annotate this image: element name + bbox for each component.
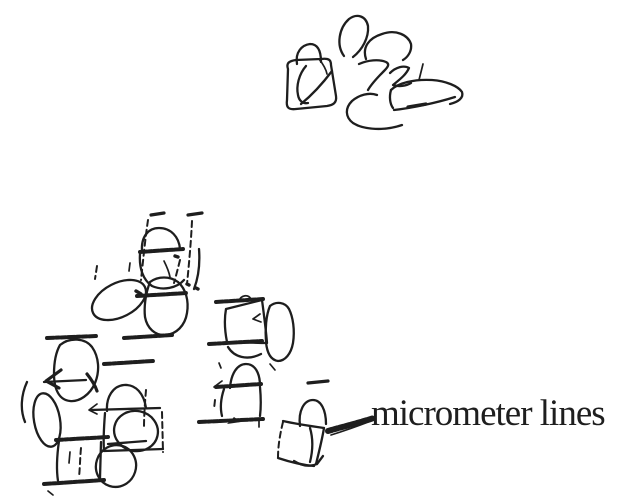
micrometer-line xyxy=(214,382,263,389)
cell-cluster-lower-left xyxy=(20,334,165,496)
cell-oval xyxy=(143,276,189,337)
micrometer-line xyxy=(135,291,189,298)
label-pointer-hatching xyxy=(330,420,372,436)
blob-1 xyxy=(338,14,370,59)
ink-dot xyxy=(173,254,180,259)
micrometer-line xyxy=(42,478,106,486)
cell-dome xyxy=(228,362,262,390)
bottom-arc xyxy=(226,345,263,359)
cell-fold xyxy=(292,454,325,467)
cell-cluster-middle xyxy=(185,282,295,428)
micrometer-line xyxy=(207,339,264,346)
cell-side-curve xyxy=(192,247,201,291)
dashed-guide-line xyxy=(186,220,193,285)
cell-dome xyxy=(105,383,148,413)
label-pointer-line xyxy=(325,415,377,434)
side-arc xyxy=(20,380,29,424)
labeled-cell xyxy=(276,379,377,468)
square-cell-bud xyxy=(295,42,323,66)
arrow-mark xyxy=(88,403,98,415)
micrometer-line xyxy=(54,435,110,442)
micrometer-line xyxy=(45,334,99,340)
inner-dashed-line xyxy=(78,447,82,478)
dashed-guide-line xyxy=(94,265,98,280)
micrometer-line-thin xyxy=(42,378,88,384)
cell-dome xyxy=(298,398,328,428)
cell-oval xyxy=(94,443,138,489)
inner-tick xyxy=(163,260,171,278)
cell-dome xyxy=(140,226,182,253)
blob-2 xyxy=(363,31,413,62)
dashed-guide-line xyxy=(161,411,164,453)
blob-5-left-edge xyxy=(388,88,395,110)
micrometer-line xyxy=(138,247,185,254)
ink-dot xyxy=(134,289,143,296)
tilted-cell-oval xyxy=(90,278,148,322)
square-cell-inner-tick xyxy=(318,58,328,75)
blob-5 xyxy=(389,78,464,106)
cell-cluster-upper-left xyxy=(90,211,204,340)
dashed-guide-line xyxy=(213,399,216,410)
cell-right-edge xyxy=(314,426,326,466)
arrow-mark xyxy=(44,368,63,390)
blob-4 xyxy=(388,65,413,88)
cell-oval xyxy=(52,338,100,403)
micrometer-line-thin xyxy=(106,439,148,446)
inner-tick xyxy=(269,363,276,371)
micrometer-line xyxy=(122,333,174,340)
ink-dot xyxy=(185,282,200,291)
inner-tick xyxy=(218,362,222,369)
blob-6 xyxy=(345,92,404,131)
square-cell-inner-diagonal xyxy=(299,69,334,106)
inner-tick xyxy=(68,451,71,464)
cell-cluster-top xyxy=(285,14,464,131)
tick-mark xyxy=(306,379,330,385)
blob-5-bottom-sweep xyxy=(392,95,457,112)
arrow-mark xyxy=(213,380,223,388)
top-loop xyxy=(238,295,252,302)
ink-blob xyxy=(227,417,241,424)
micrometer-line xyxy=(102,359,155,366)
cell-oval xyxy=(112,409,160,453)
micrometer-lines-label: micrometer lines xyxy=(371,393,606,434)
micrometer-line-thin xyxy=(88,406,162,412)
cell-left-edge xyxy=(219,387,226,418)
ink-tick xyxy=(47,490,54,496)
ink-stroke xyxy=(85,372,99,393)
square-cell-outline xyxy=(285,57,338,111)
inner-tick xyxy=(128,262,131,272)
square-cell-right-edge xyxy=(98,440,103,480)
square-cell-inner-curve xyxy=(296,64,310,105)
blob-3 xyxy=(357,59,390,92)
arrow-mark xyxy=(252,313,262,323)
cell-right-edge xyxy=(258,385,262,418)
cell-oval xyxy=(264,301,295,363)
tick-mark xyxy=(186,211,204,217)
cell-inner-curve xyxy=(308,426,314,464)
cell-left-edge xyxy=(277,421,284,459)
cell-body xyxy=(138,252,186,290)
dashed-guide-line xyxy=(143,389,147,429)
square-cell-left-edge xyxy=(102,411,107,452)
blob-4-tick xyxy=(418,63,424,81)
dashed-guide-line xyxy=(173,259,181,284)
tick-mark xyxy=(149,211,166,217)
cell-top-edge xyxy=(281,419,326,430)
cell-oval xyxy=(32,392,62,448)
square-cell-left-edge xyxy=(55,439,61,483)
